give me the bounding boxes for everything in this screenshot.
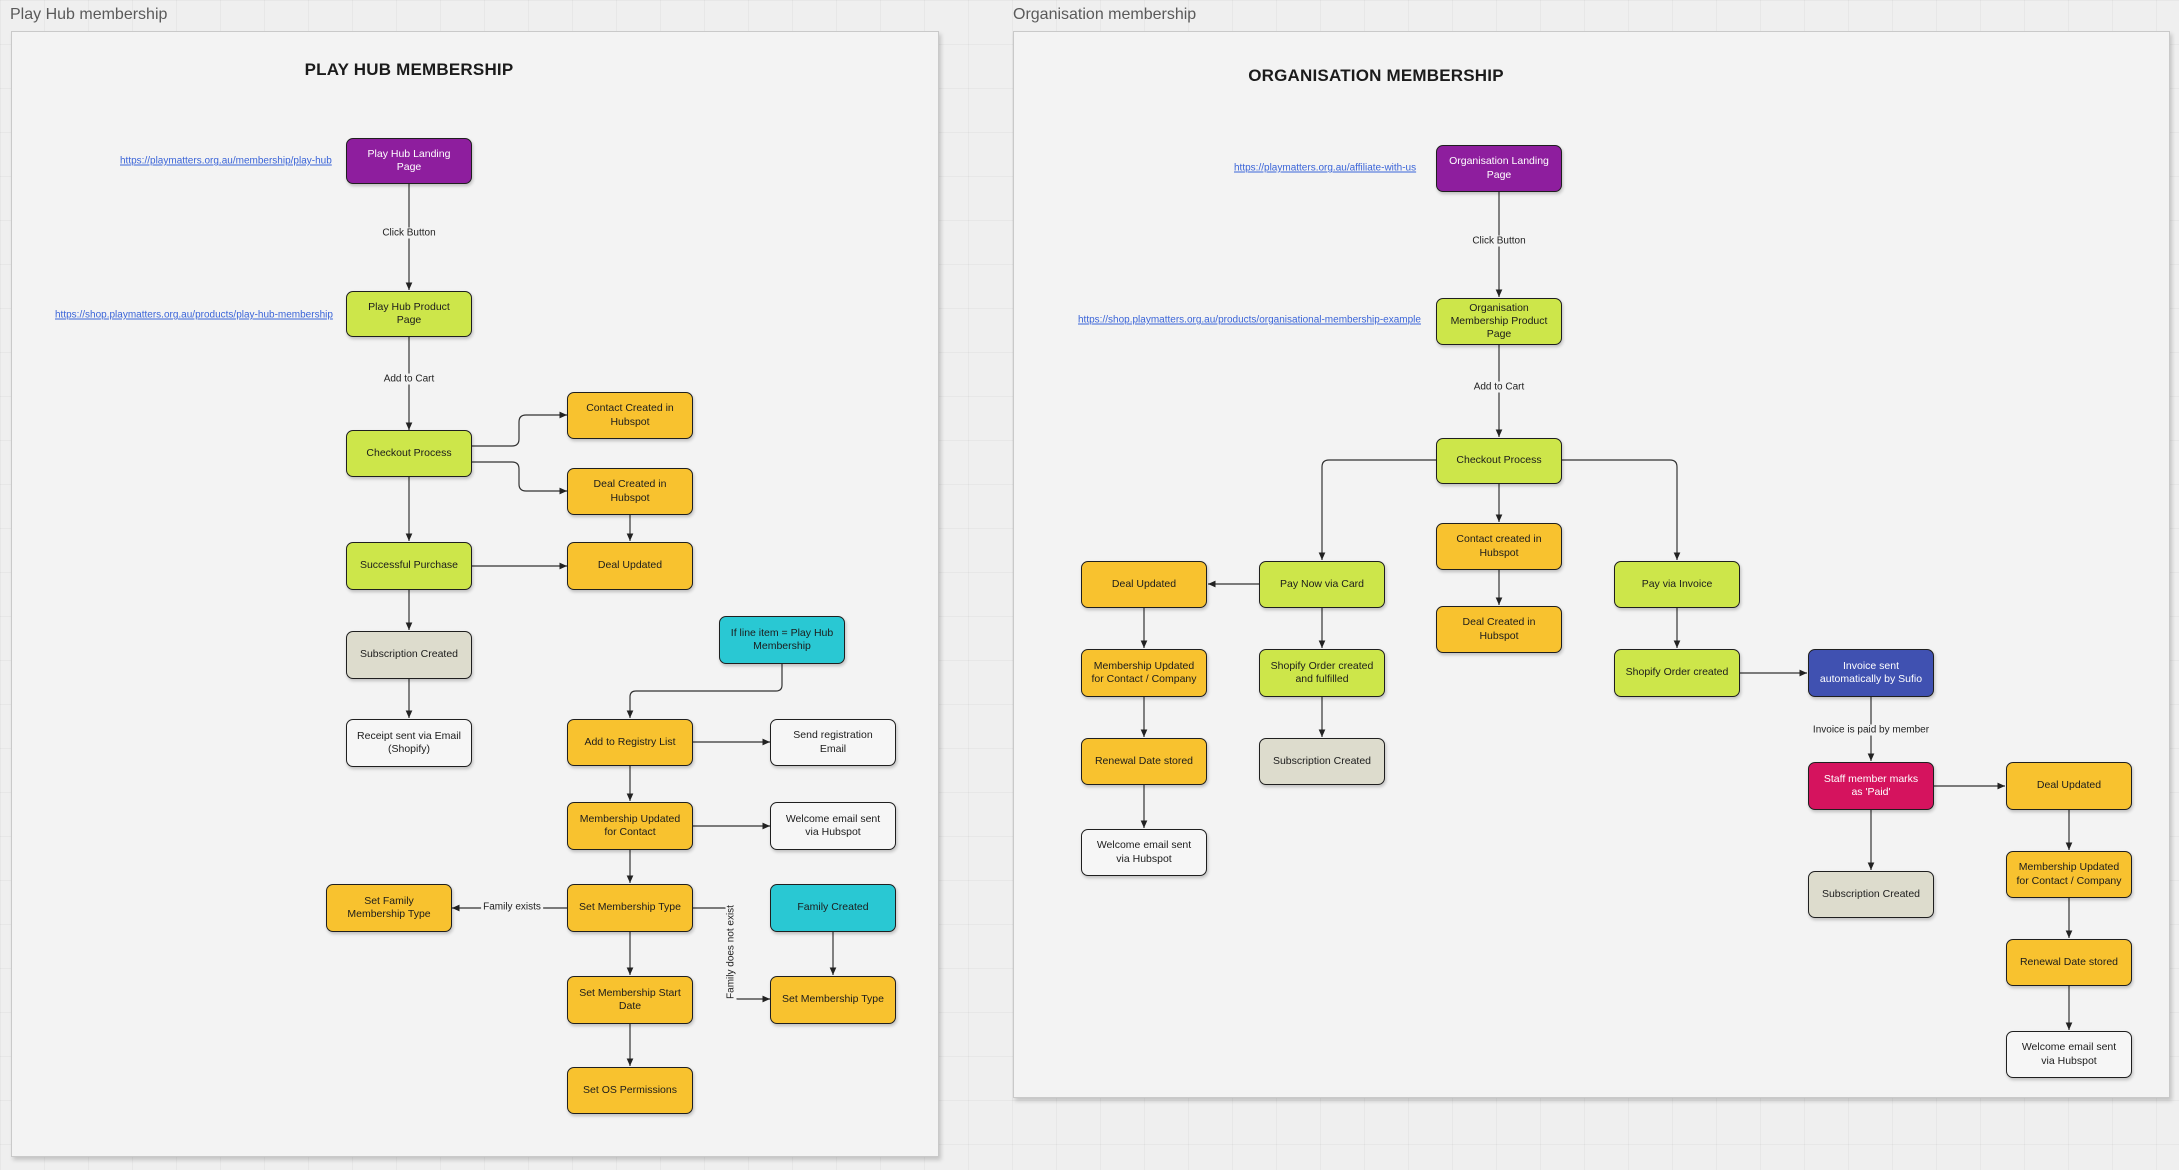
- node-org-membership-updated-right[interactable]: Membership Updated for Contact / Company: [2006, 851, 2132, 898]
- node-receipt-email[interactable]: Receipt sent via Email (Shopify): [346, 719, 472, 767]
- node-membership-updated[interactable]: Membership Updated for Contact: [567, 802, 693, 850]
- node-deal-updated[interactable]: Deal Updated: [567, 542, 693, 590]
- node-subscription-created[interactable]: Subscription Created: [346, 631, 472, 679]
- node-set-os-permissions[interactable]: Set OS Permissions: [567, 1067, 693, 1114]
- node-org-invoice-sent[interactable]: Invoice sent automatically by Sufio: [1808, 649, 1934, 697]
- node-org-deal-created[interactable]: Deal Created in Hubspot: [1436, 606, 1562, 653]
- node-family-created[interactable]: Family Created: [770, 884, 896, 932]
- link-org-landing[interactable]: https://playmatters.org.au/affiliate-wit…: [1234, 162, 1417, 174]
- link-org-product[interactable]: https://shop.playmatters.org.au/products…: [1078, 314, 1421, 326]
- frame-play-hub[interactable]: [11, 31, 939, 1157]
- node-org-checkout-process[interactable]: Checkout Process: [1436, 438, 1562, 484]
- node-add-to-registry[interactable]: Add to Registry List: [567, 719, 693, 766]
- node-play-hub-landing-page[interactable]: Play Hub Landing Page: [346, 138, 472, 184]
- node-org-pay-invoice[interactable]: Pay via Invoice: [1614, 561, 1740, 608]
- node-successful-purchase[interactable]: Successful Purchase: [346, 542, 472, 590]
- node-org-welcome-left[interactable]: Welcome email sent via Hubspot: [1081, 829, 1207, 876]
- frame-title-play-hub[interactable]: Play Hub membership: [10, 6, 168, 23]
- node-org-shopify-fulfilled[interactable]: Shopify Order created and fulfilled: [1259, 649, 1385, 697]
- edge-label-invoice-paid: Invoice is paid by member: [1810, 724, 1932, 736]
- edge-label-family-not-exist: Family does not exist: [725, 903, 737, 1001]
- frame-title-organisation[interactable]: Organisation membership: [1013, 6, 1197, 23]
- node-org-deal-updated-left[interactable]: Deal Updated: [1081, 561, 1207, 608]
- node-org-landing-page[interactable]: Organisation Landing Page: [1436, 145, 1562, 192]
- node-org-membership-updated-left[interactable]: Membership Updated for Contact / Company: [1081, 649, 1207, 697]
- edge-label-click-button: Click Button: [380, 227, 438, 239]
- node-play-hub-product-page[interactable]: Play Hub Product Page: [346, 291, 472, 337]
- node-set-family-membership-type[interactable]: Set Family Membership Type: [326, 884, 452, 932]
- node-set-membership-start-date[interactable]: Set Membership Start Date: [567, 976, 693, 1024]
- node-org-pay-card[interactable]: Pay Now via Card: [1259, 561, 1385, 608]
- node-org-renewal-right[interactable]: Renewal Date stored: [2006, 939, 2132, 986]
- node-send-registration-email[interactable]: Send registration Email: [770, 719, 896, 766]
- node-org-subscription-left[interactable]: Subscription Created: [1259, 738, 1385, 785]
- edge-label-org-add-to-cart: Add to Cart: [1471, 381, 1527, 393]
- heading-play-hub: PLAY HUB MEMBERSHIP: [304, 60, 514, 79]
- node-checkout-process[interactable]: Checkout Process: [346, 430, 472, 477]
- node-org-staff-marks-paid[interactable]: Staff member marks as 'Paid': [1808, 762, 1934, 810]
- node-org-welcome-right[interactable]: Welcome email sent via Hubspot: [2006, 1031, 2132, 1078]
- edge-label-org-click-button: Click Button: [1470, 235, 1528, 247]
- node-org-contact-created[interactable]: Contact created in Hubspot: [1436, 523, 1562, 570]
- node-if-line-item[interactable]: If line item = Play Hub Membership: [719, 616, 845, 664]
- node-org-shopify-order[interactable]: Shopify Order created: [1614, 649, 1740, 697]
- node-deal-created[interactable]: Deal Created in Hubspot: [567, 468, 693, 515]
- link-play-hub-product[interactable]: https://shop.playmatters.org.au/products…: [55, 309, 333, 321]
- node-org-subscription-right[interactable]: Subscription Created: [1808, 871, 1934, 918]
- edge-label-add-to-cart: Add to Cart: [381, 373, 437, 385]
- node-org-product-page[interactable]: Organisation Membership Product Page: [1436, 298, 1562, 345]
- node-org-renewal-left[interactable]: Renewal Date stored: [1081, 738, 1207, 785]
- node-welcome-email[interactable]: Welcome email sent via Hubspot: [770, 802, 896, 850]
- node-set-membership-type[interactable]: Set Membership Type: [567, 884, 693, 932]
- edge-label-family-exists: Family exists: [481, 901, 543, 913]
- node-set-membership-type-2[interactable]: Set Membership Type: [770, 976, 896, 1024]
- heading-organisation: ORGANISATION MEMBERSHIP: [1248, 66, 1504, 85]
- node-contact-created[interactable]: Contact Created in Hubspot: [567, 392, 693, 439]
- link-play-hub-landing[interactable]: https://playmatters.org.au/membership/pl…: [120, 155, 332, 167]
- node-org-deal-updated-right[interactable]: Deal Updated: [2006, 762, 2132, 810]
